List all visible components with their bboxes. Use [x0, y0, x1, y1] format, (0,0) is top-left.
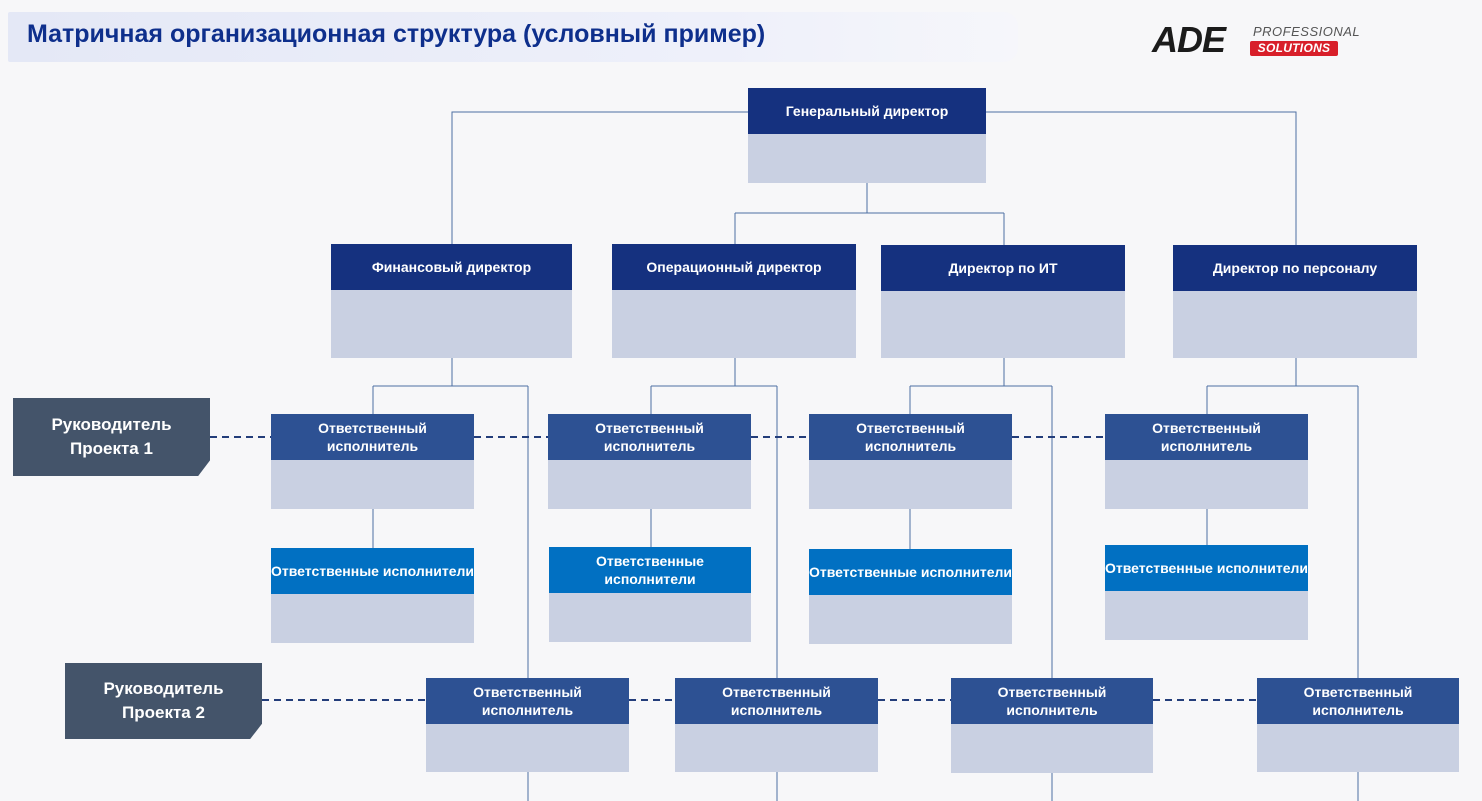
cfo-responsible-p2: Ответственный исполнитель	[426, 678, 629, 772]
team-label: Ответственные исполнители	[549, 547, 751, 593]
responsible-body	[548, 460, 751, 509]
logo-bottom-line: SOLUTIONS	[1250, 41, 1338, 56]
cio-team: Ответственные исполнители	[809, 549, 1012, 644]
hrd-team: Ответственные исполнители	[1105, 545, 1308, 640]
hrd-body	[1173, 291, 1417, 358]
ceo-label: Генеральный директор	[748, 88, 986, 134]
cfo-body	[331, 290, 572, 358]
cio-box: Директор по ИТ	[881, 245, 1125, 358]
project-manager-1: Руководитель Проекта 1	[13, 398, 210, 476]
coo-label: Операционный директор	[612, 244, 856, 290]
ceo-box: Генеральный директор	[748, 88, 986, 183]
team-body	[1105, 591, 1308, 640]
responsible-body	[271, 460, 474, 509]
logo-main-text: ADE	[1152, 19, 1226, 60]
responsible-body	[675, 724, 878, 772]
team-label: Ответственные исполнители	[1105, 545, 1308, 591]
logo-top-line: PROFESSIONAL	[1253, 24, 1361, 39]
coo-responsible-p2: Ответственный исполнитель	[675, 678, 878, 772]
hrd-label: Директор по персоналу	[1173, 245, 1417, 291]
page-title: Матричная организационная структура (усл…	[27, 20, 766, 48]
responsible-label: Ответственный исполнитель	[1257, 678, 1459, 724]
team-body	[809, 595, 1012, 644]
responsible-label: Ответственный исполнитель	[548, 414, 751, 460]
responsible-body	[809, 460, 1012, 509]
responsible-label: Ответственный исполнитель	[675, 678, 878, 724]
team-label: Ответственные исполнители	[809, 549, 1012, 595]
hrd-responsible-p2: Ответственный исполнитель	[1257, 678, 1459, 772]
cfo-label: Финансовый директор	[331, 244, 572, 290]
hrd-box: Директор по персоналу	[1173, 245, 1417, 358]
responsible-body	[426, 724, 629, 772]
team-body	[271, 594, 474, 643]
project-manager-2: Руководитель Проекта 2	[65, 663, 262, 739]
responsible-body	[1257, 724, 1459, 772]
team-label: Ответственные исполнители	[271, 548, 474, 594]
cfo-box: Финансовый директор	[331, 244, 572, 358]
connector-ceo-cfo	[451, 111, 748, 244]
title-banner	[8, 12, 1018, 62]
cfo-responsible-p1: Ответственный исполнитель	[271, 414, 474, 509]
responsible-label: Ответственный исполнитель	[951, 678, 1153, 724]
coo-body	[612, 290, 856, 358]
connector-ceo-hrd	[986, 111, 1297, 245]
cio-label: Директор по ИТ	[881, 245, 1125, 291]
responsible-body	[951, 724, 1153, 773]
coo-team: Ответственные исполнители	[549, 547, 751, 642]
responsible-body	[1105, 460, 1308, 509]
cio-responsible-p1: Ответственный исполнитель	[809, 414, 1012, 509]
cfo-team: Ответственные исполнители	[271, 548, 474, 643]
hrd-responsible-p1: Ответственный исполнитель	[1105, 414, 1308, 509]
responsible-label: Ответственный исполнитель	[809, 414, 1012, 460]
ceo-body	[748, 134, 986, 183]
coo-box: Операционный директор	[612, 244, 856, 358]
team-body	[549, 593, 751, 642]
cio-responsible-p2: Ответственный исполнитель	[951, 678, 1153, 773]
responsible-label: Ответственный исполнитель	[1105, 414, 1308, 460]
cio-body	[881, 291, 1125, 358]
responsible-label: Ответственный исполнитель	[271, 414, 474, 460]
company-logo: ADE PROFESSIONAL SOLUTIONS	[1150, 19, 1362, 60]
responsible-label: Ответственный исполнитель	[426, 678, 629, 724]
coo-responsible-p1: Ответственный исполнитель	[548, 414, 751, 509]
